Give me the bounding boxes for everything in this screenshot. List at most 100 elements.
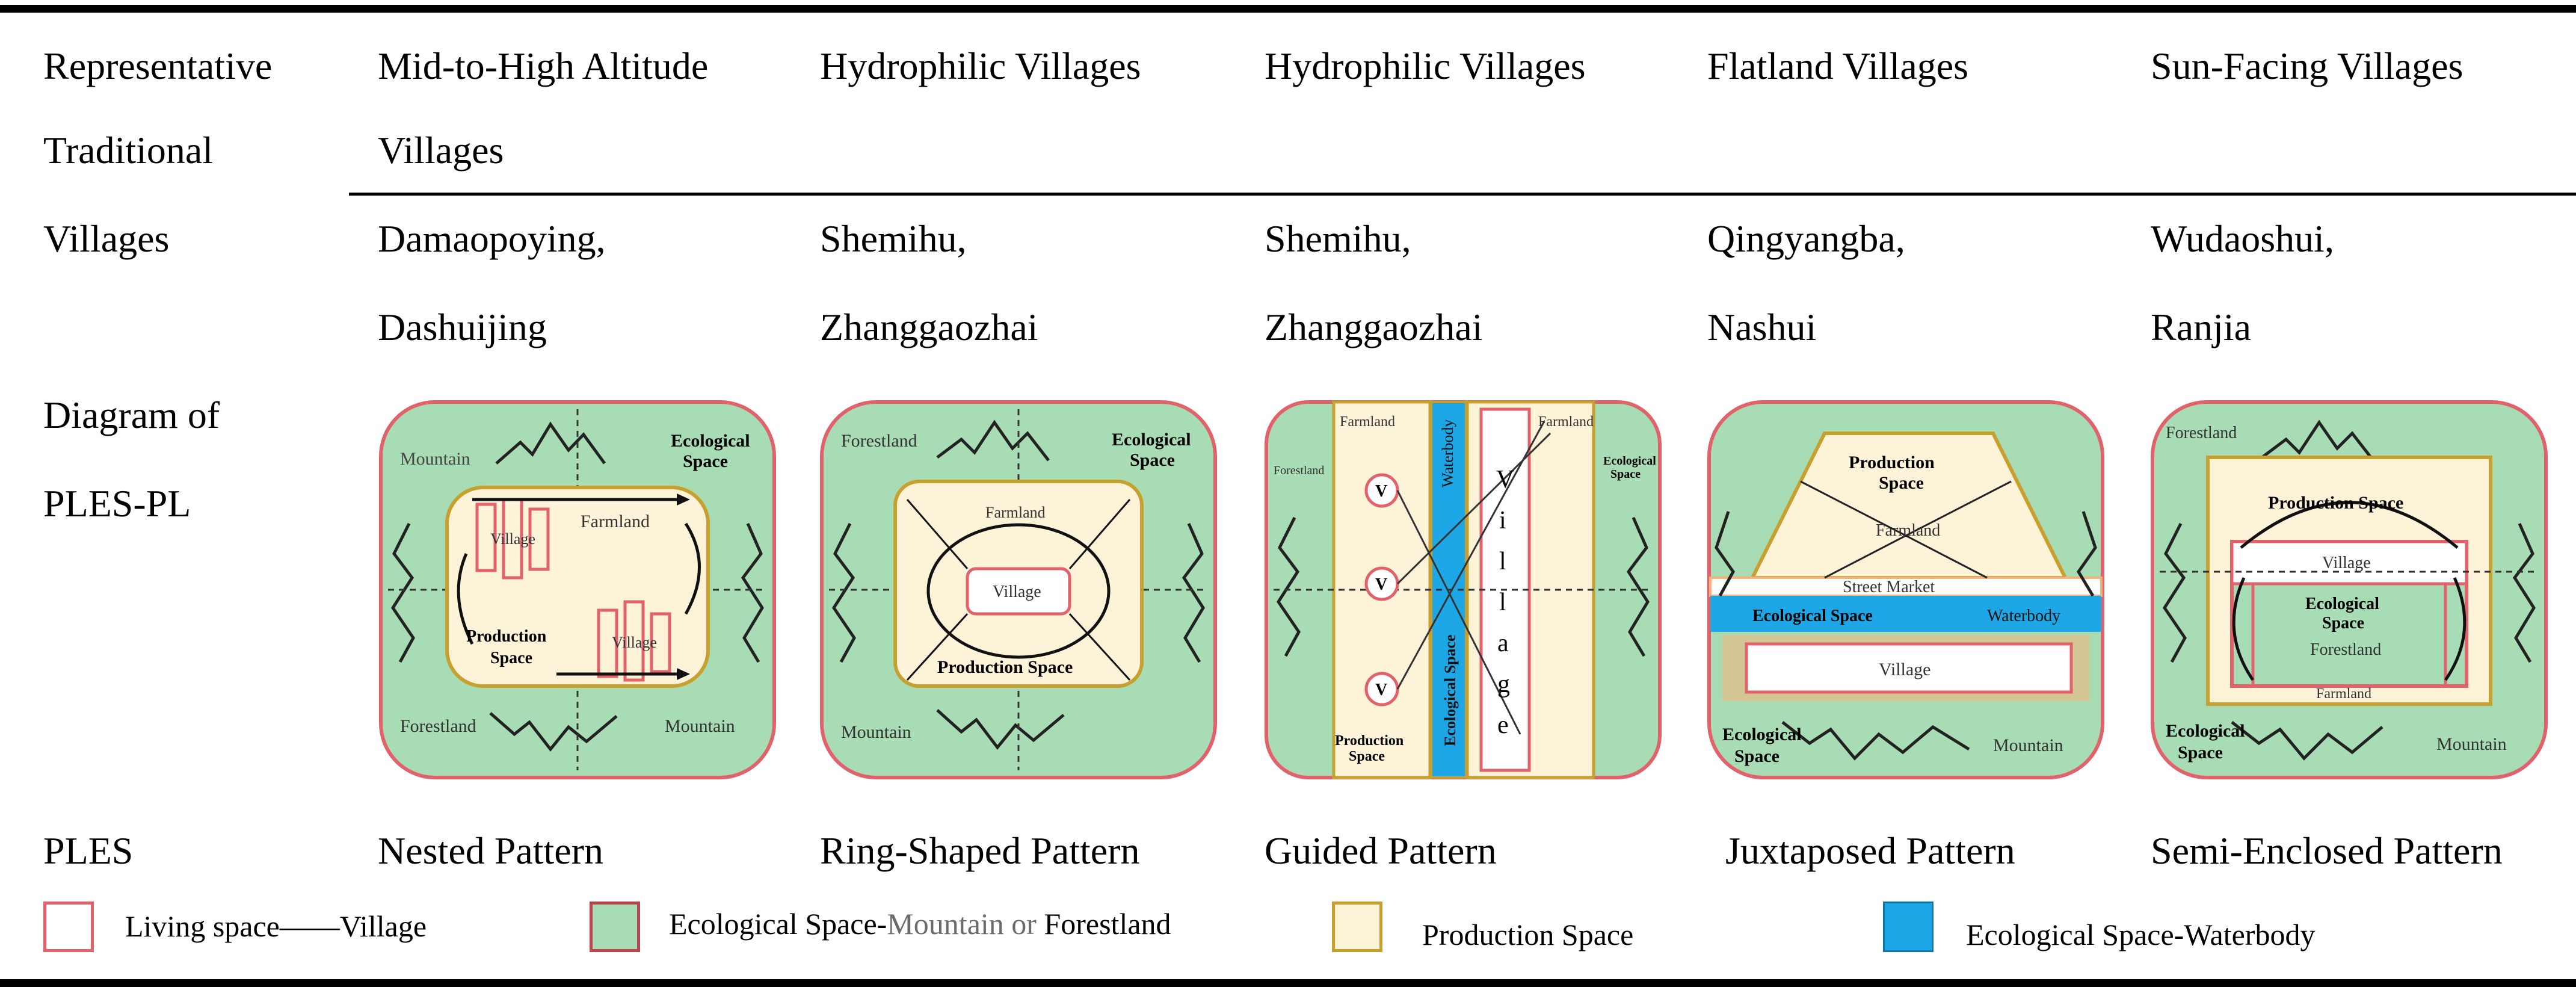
legend-ecological-label: Ecological Space-Mountain or Forestland — [669, 909, 1171, 939]
svg-text:g: g — [1497, 670, 1510, 698]
svg-text:Ecological: Ecological — [1603, 454, 1656, 468]
svg-text:Space: Space — [2322, 614, 2364, 633]
col5-villages-line1: Wudaoshui, — [2151, 217, 2334, 260]
mountain-range-icon — [489, 712, 618, 752]
svg-text:Space: Space — [490, 649, 532, 667]
svg-text:Mountain: Mountain — [665, 716, 735, 736]
svg-text:Space: Space — [1610, 468, 1641, 481]
col5-villages-line2: Ranjia — [2151, 306, 2252, 348]
legend-living-label: Living space——Village — [125, 909, 427, 943]
mountain-range-icon — [2077, 511, 2097, 597]
col4-type-line1: Flatland Villages — [1707, 45, 1969, 87]
svg-text:V: V — [1375, 681, 1387, 699]
svg-text:Production Space: Production Space — [2268, 493, 2403, 513]
mountain-range-icon — [1182, 522, 1205, 663]
svg-text:Ecological Space: Ecological Space — [1441, 634, 1459, 746]
svg-text:Production: Production — [1335, 733, 1404, 749]
legend-ecological-part3: or — [1003, 907, 1044, 941]
svg-text:V: V — [1375, 575, 1387, 594]
svg-text:Production: Production — [466, 627, 547, 646]
ples-row-label: PLES — [43, 829, 134, 872]
svg-text:Space: Space — [1130, 450, 1175, 470]
pattern-juxtaposed: Juxtaposed Pattern — [1725, 829, 2015, 872]
svg-text:Street Market: Street Market — [1843, 578, 1935, 596]
svg-text:Village: Village — [1879, 660, 1931, 679]
col5-type-line1: Sun-Facing Villages — [2151, 45, 2464, 87]
svg-text:Farmland: Farmland — [2316, 686, 2371, 702]
col1-villages-line1: Damaopoying, — [378, 217, 606, 260]
mountain-range-icon — [2512, 522, 2536, 663]
svg-text:Space: Space — [1879, 473, 1924, 493]
mountain-range-icon — [2261, 419, 2374, 462]
svg-text:Production Space: Production Space — [937, 657, 1073, 677]
svg-text:Forestland: Forestland — [2310, 640, 2381, 659]
col4-villages-line1: Qingyangba, — [1707, 217, 1905, 260]
svg-text:Farmland: Farmland — [1538, 414, 1594, 430]
svg-text:Production: Production — [1849, 453, 1935, 472]
pattern-guided: Guided Pattern — [1265, 829, 1497, 872]
col3-villages-line1: Shemihu, — [1265, 217, 1411, 260]
diagram-semi-enclosed: Forestland Production Space Village Ecol… — [2148, 397, 2551, 782]
pattern-semi-enclosed: Semi-Enclosed Pattern — [2151, 829, 2503, 872]
svg-text:Forestland: Forestland — [2166, 424, 2237, 442]
svg-text:Mountain: Mountain — [1993, 735, 2063, 755]
pattern-nested: Nested Pattern — [378, 829, 603, 872]
col3-villages-line2: Zhanggaozhai — [1265, 306, 1483, 348]
mountain-range-icon — [1277, 516, 1301, 657]
header-rule — [349, 193, 2576, 196]
svg-text:Space: Space — [683, 451, 728, 471]
svg-text:Forestland: Forestland — [400, 716, 476, 736]
mountain-range-icon — [1626, 516, 1650, 657]
svg-text:i: i — [1499, 507, 1506, 534]
svg-text:Farmland: Farmland — [581, 512, 650, 531]
svg-text:Village: Village — [2322, 554, 2371, 572]
svg-text:Space: Space — [1734, 746, 1779, 766]
mountain-range-icon — [495, 421, 606, 465]
legend-ecological-part1: Ecological Space- — [669, 907, 887, 941]
diagram-juxtaposed: Production Space Farmland Street Market … — [1704, 397, 2107, 782]
svg-text:Village: Village — [612, 634, 657, 651]
svg-text:Ecological: Ecological — [1112, 430, 1191, 450]
pattern-ring: Ring-Shaped Pattern — [820, 829, 1140, 872]
col4-villages-line2: Nashui — [1707, 306, 1817, 348]
svg-text:Farmland: Farmland — [1340, 414, 1395, 430]
legend-waterbody-swatch — [1883, 902, 1934, 952]
svg-text:Waterbody: Waterbody — [1987, 607, 2060, 625]
svg-text:V: V — [1496, 466, 1514, 493]
svg-text:Ecological Space: Ecological Space — [1752, 607, 1873, 625]
legend-living-swatch — [43, 902, 94, 952]
svg-text:Village: Village — [490, 530, 535, 548]
svg-text:Mountain: Mountain — [841, 722, 911, 742]
row-label-line2: Traditional — [43, 129, 214, 172]
bottom-rule — [0, 979, 2576, 987]
row-label-line1: Representative — [43, 45, 273, 87]
svg-text:Waterbody: Waterbody — [1439, 419, 1456, 487]
row-label-line3: Villages — [43, 217, 170, 260]
diagram-row-label-line2: PLES-PL — [43, 482, 191, 525]
col2-villages-line1: Shemihu, — [820, 217, 967, 260]
mountain-range-icon — [391, 522, 415, 663]
mountain-range-icon — [1781, 721, 1970, 761]
mountain-range-icon — [741, 522, 764, 663]
col1-type-line2: Villages — [378, 129, 504, 172]
svg-text:Ecological: Ecological — [2305, 595, 2379, 613]
legend-ecological-part2: Mountain — [887, 907, 1004, 941]
top-rule — [0, 5, 2576, 13]
svg-text:a: a — [1497, 629, 1509, 657]
legend-ecological-part4: Forestland — [1044, 907, 1171, 941]
svg-text:l: l — [1499, 589, 1506, 616]
svg-text:Farmland: Farmland — [1876, 521, 1940, 540]
legend-ecological-swatch — [590, 902, 640, 952]
svg-text:e: e — [1497, 711, 1509, 739]
svg-text:Ecological: Ecological — [1722, 725, 1802, 744]
col1-type-line1: Mid-to-High Altitude — [378, 45, 709, 87]
mountain-range-icon — [936, 709, 1065, 750]
svg-text:Forestland: Forestland — [1274, 464, 1324, 477]
svg-text:l: l — [1499, 548, 1506, 575]
mountain-range-icon — [936, 419, 1050, 462]
svg-text:Village: Village — [993, 583, 1041, 601]
svg-text:Space: Space — [1349, 749, 1385, 764]
diagram-ring: Forestland Ecological Space Farmland Vil… — [817, 397, 1220, 782]
legend-production-swatch — [1332, 902, 1382, 952]
diagram-nested: Mountain Ecological Space Farmland Villa… — [376, 397, 779, 782]
